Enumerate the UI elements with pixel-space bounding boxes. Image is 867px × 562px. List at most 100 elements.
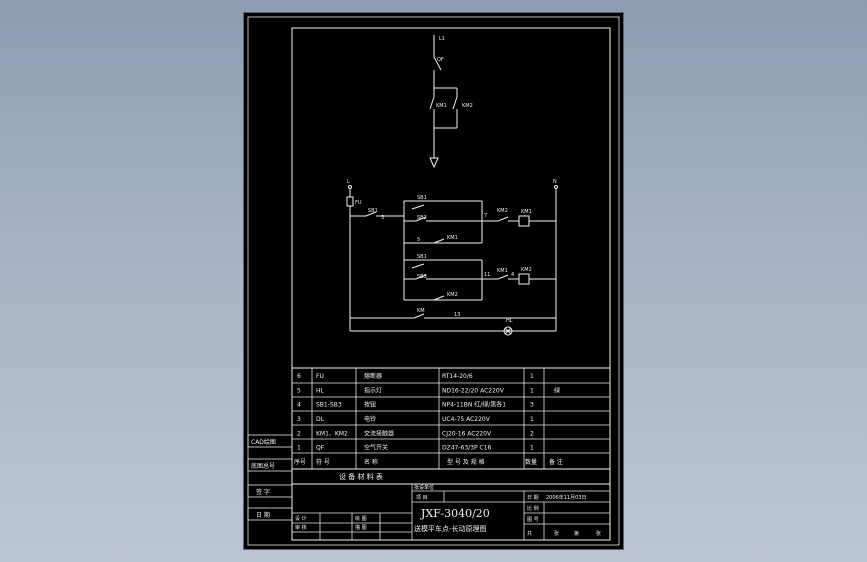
drawing-canvas: L1 QF KM1 KM2 L N FU SB1 3 xyxy=(247,16,620,546)
bom-cell-model: NP4-11BN 红/绿/黑各1 xyxy=(442,401,506,409)
bom-cell-model: DZ47-63/3P C16 xyxy=(442,445,492,452)
indicator-contact-label: KM xyxy=(417,308,425,314)
bom-header-remark: 备 注 xyxy=(549,458,563,466)
rev-button-contact xyxy=(415,274,427,280)
km2-coil xyxy=(518,273,530,285)
title-unit-label: 批设单位 xyxy=(414,484,434,491)
title-draw-label: 绘 图 xyxy=(355,515,367,522)
bom-cell-model: ND16-22/20 AC220V xyxy=(442,387,505,394)
bom-cell-name: 交流接触器 xyxy=(364,429,394,437)
node-13-label: 13 xyxy=(454,312,460,318)
km1-power-label: KM1 xyxy=(436,103,447,109)
rail-right-label: N xyxy=(553,179,557,185)
km1-coil-label: KM1 xyxy=(521,209,532,215)
km2-hold-label: KM2 xyxy=(447,292,458,298)
bom-cell-no: 6 xyxy=(297,373,301,380)
load-arrow xyxy=(429,157,439,169)
bom-cell-qty: 2 xyxy=(530,430,534,437)
title-review-label: 审 核 xyxy=(295,524,307,531)
fwd-button-label: SB2 xyxy=(417,215,427,221)
bom-cell-qty: 1 xyxy=(530,416,534,423)
bom-cell-model: UC4-75 AC220V xyxy=(442,416,491,423)
title-date-value: 2006年11月03日 xyxy=(546,494,586,501)
drawing-sheet: L1 QF KM1 KM2 L N FU SB1 3 xyxy=(244,13,623,549)
bom-cell-name: 按钮 xyxy=(364,401,376,409)
bom-cell-code: KM1、KM2 xyxy=(316,430,348,437)
fwd-interlock-contact xyxy=(497,216,509,222)
rev-stop-label: SB1 xyxy=(417,254,427,260)
km1-main-contact xyxy=(429,96,435,110)
side-cad-label: CAD绘图 xyxy=(251,438,276,446)
title-date-label: 日 期 xyxy=(527,495,539,501)
node-3-label: 3 xyxy=(381,215,384,221)
side-sign-label: 签 字 xyxy=(256,488,270,496)
bom-cell-qty: 1 xyxy=(530,373,534,380)
bom-cell-model: RT14-20/6 xyxy=(442,373,473,380)
title-total-label: 共 xyxy=(527,530,532,537)
stop-label: SB1 xyxy=(368,208,378,214)
side-drawing-no-label: 底图总号 xyxy=(251,462,275,470)
title-sheets-label: 张 xyxy=(554,530,559,537)
title-drawing-no-label: 图 号 xyxy=(527,517,539,523)
rev-interlock-label: KM1 xyxy=(497,268,508,274)
breaker-label: QF xyxy=(437,57,444,63)
bom-cell-name: 指示灯 xyxy=(364,386,382,394)
bom-header-model: 型 号 及 规 格 xyxy=(447,458,485,466)
bom-cell-code: DL xyxy=(316,416,325,423)
bom-cell-remark: 绿 xyxy=(554,386,560,394)
rev-interlock-contact xyxy=(497,274,509,280)
phase-label: L1 xyxy=(439,36,445,42)
bom-cell-model: CJ20-16 AC220V xyxy=(442,430,492,437)
bom-caption: 设 备 材 料 表 xyxy=(339,472,383,481)
bom-cell-qty: 3 xyxy=(530,402,534,409)
fuse-label: FU xyxy=(355,200,362,206)
bom-cell-no: 4 xyxy=(297,402,301,409)
bom-cell-code: QF xyxy=(316,445,325,452)
bom-cell-qty: 1 xyxy=(530,387,534,394)
title-sheet-label: 张 xyxy=(596,530,601,537)
bom-cell-name: 电铃 xyxy=(364,415,376,423)
bom-header-code: 符 号 xyxy=(316,458,330,466)
side-stamps: CAD绘图 底图总号 签 字 日 期 xyxy=(247,434,293,521)
side-date-label: 日 期 xyxy=(256,511,270,519)
bom-header-qty: 数量 xyxy=(525,458,537,466)
power-circuit: L1 QF KM1 KM2 xyxy=(429,35,473,169)
fwd-interlock-label: KM2 xyxy=(497,208,508,214)
km2-power-label: KM2 xyxy=(462,103,473,109)
bom-cell-qty: 1 xyxy=(530,445,534,452)
km2-main-contact xyxy=(452,96,458,110)
bom-cell-no: 2 xyxy=(297,430,301,437)
indicator-contact xyxy=(413,313,425,319)
km1-hold-label: KM1 xyxy=(447,235,458,241)
outer-frame xyxy=(247,16,620,546)
title-approve-label: 描 图 xyxy=(355,524,367,531)
km1-hold-contact xyxy=(433,238,445,244)
bom-cell-code: SB1-SB3 xyxy=(316,402,342,409)
stop-button-contact xyxy=(365,211,377,217)
breaker-switch xyxy=(433,56,442,71)
bom-cell-no: 1 xyxy=(297,445,301,452)
node-11-label: 11 xyxy=(484,272,490,278)
km2-coil-label: KM2 xyxy=(521,267,532,273)
node-4-label: 4 xyxy=(511,272,514,278)
control-circuit: L N FU SB1 3 SB1 SB2 7 KM2 KM1 xyxy=(346,179,558,336)
title-sheet-no-label: 第 xyxy=(574,530,579,537)
bom-cell-code: FU xyxy=(316,373,324,380)
title-scale-label: 比 例 xyxy=(527,505,539,512)
bom-header-name: 名 称 xyxy=(364,458,378,466)
bom-cell-name: 熔断器 xyxy=(364,372,382,380)
drawing-title: JXF-3040/20 xyxy=(420,507,490,520)
title-block: 批设单位 项 目 日 期 2006年11月03日 比 例 图 号 JXF-304… xyxy=(291,483,611,541)
rail-left-label: L xyxy=(347,179,350,185)
bom-cell-no: 5 xyxy=(297,387,301,394)
indicator-lamp xyxy=(503,326,513,336)
drawing-subtitle: 送模平车点-长动原理图 xyxy=(414,524,487,533)
node-5-label: 5 xyxy=(417,237,420,243)
bom-header-no: 序号 xyxy=(294,458,306,466)
bom-cell-no: 3 xyxy=(297,416,301,423)
lamp-label: HL xyxy=(506,318,513,324)
fwd-button-contact xyxy=(415,216,427,222)
km2-hold-contact xyxy=(433,295,445,301)
fwd-stop-label: SB1 xyxy=(417,195,427,201)
